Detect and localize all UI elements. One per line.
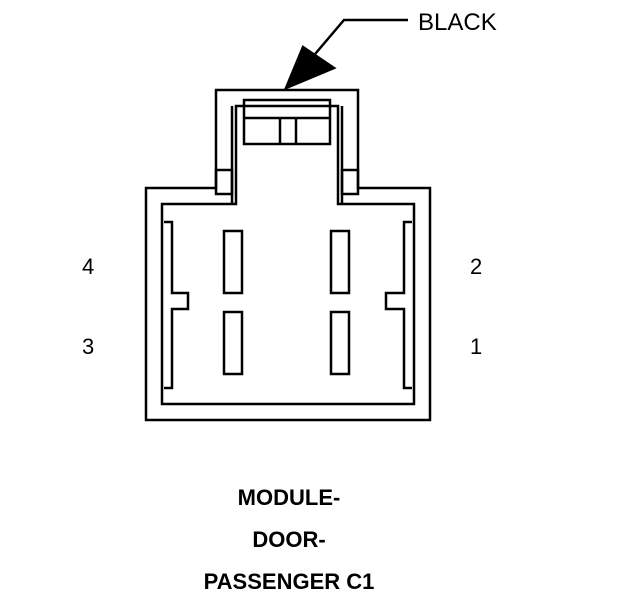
connector-title-line-2: DOOR- [252, 527, 326, 552]
wire-color-label: BLACK [418, 9, 497, 36]
connector-title-line-3: PASSENGER C1 [203, 569, 375, 594]
connector-inner [160, 104, 416, 406]
pin-slot-4 [222, 229, 244, 295]
pin-label-1: 1 [470, 334, 483, 359]
latch-step-right [340, 168, 360, 196]
leader-line [309, 18, 408, 61]
pin-label-4: 4 [82, 254, 95, 279]
pin-slot-1 [329, 310, 351, 376]
pin-label-3: 3 [82, 334, 95, 359]
arrow-head [283, 45, 337, 91]
connector-outline [144, 88, 432, 422]
latch-step-left [214, 168, 234, 196]
connector-title-line-1: MODULE- [237, 485, 341, 510]
pin-slot-3 [222, 310, 244, 376]
side-key-left [164, 220, 190, 390]
side-key-right [384, 220, 412, 390]
pin-slot-2 [329, 229, 351, 295]
lock-tab [242, 98, 332, 146]
pin-label-2: 2 [470, 254, 483, 279]
